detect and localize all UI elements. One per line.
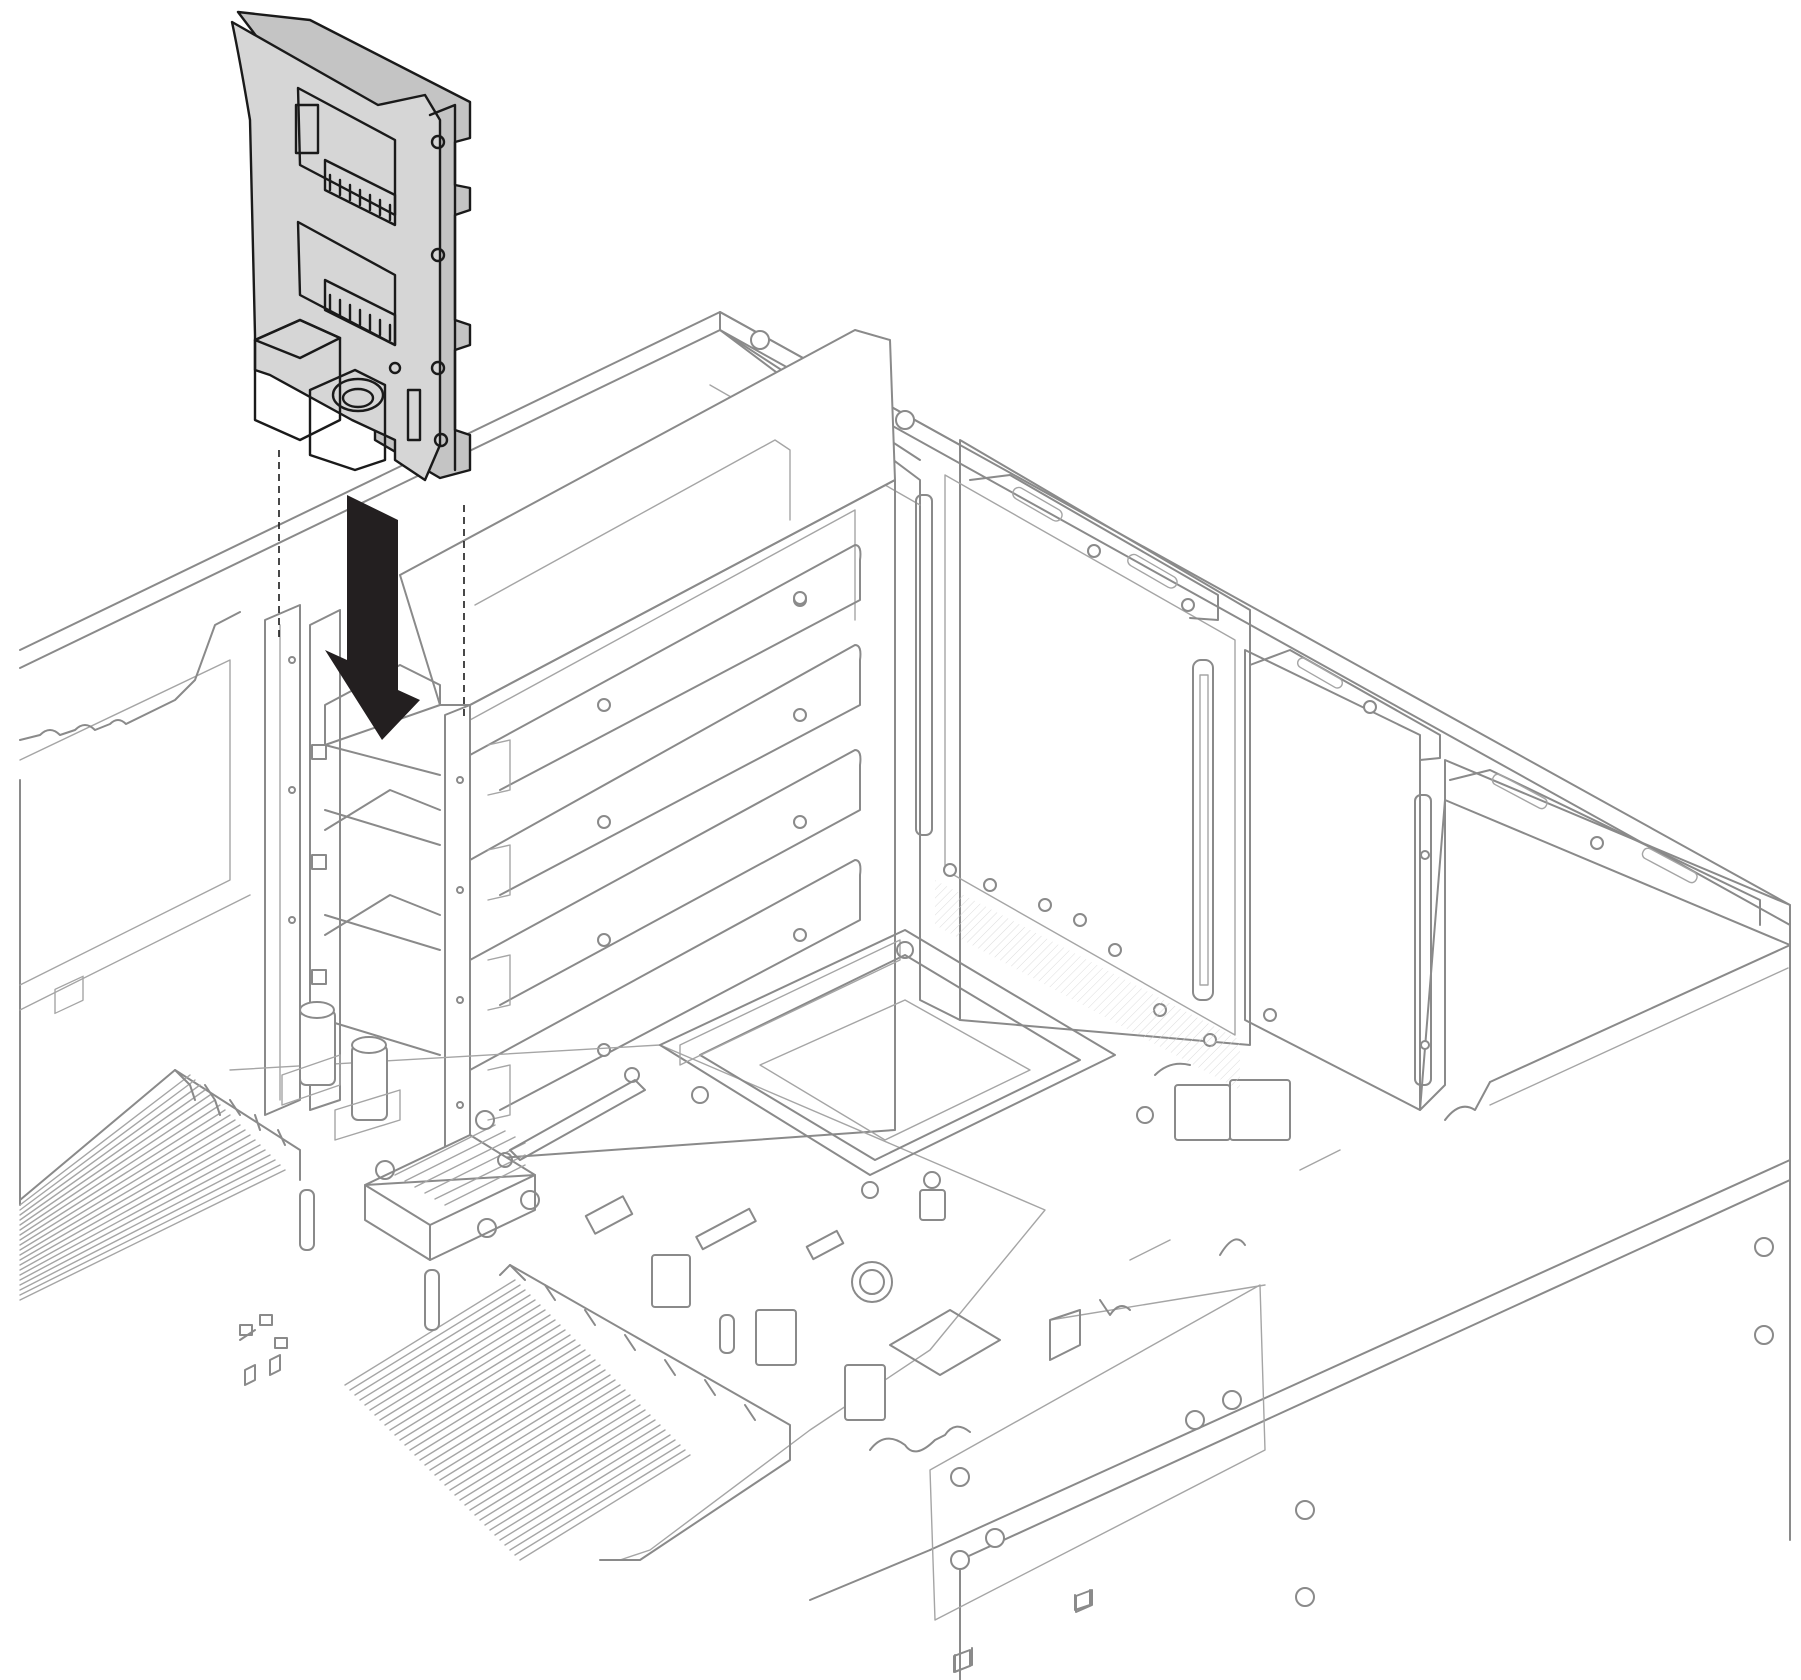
memory-slots-right: [344, 1264, 791, 1561]
hatched-floor-area: [935, 880, 1240, 1090]
riser-bracket-part: [230, 10, 472, 482]
chassis-tab: [1075, 1589, 1093, 1613]
alignment-guides: [278, 450, 465, 720]
capacitor: [281, 1001, 401, 1141]
riser-cage: [264, 329, 896, 1161]
down-arrow: [325, 495, 420, 740]
board-components: [239, 929, 1491, 1453]
system-board: [19, 929, 1491, 1561]
chassis-tab: [953, 1649, 971, 1673]
heatsink-vrm: [364, 1110, 540, 1261]
memory-slots-left: [19, 1069, 301, 1301]
chassis: [19, 311, 1791, 1680]
psu-cage-right: [1244, 649, 1791, 1111]
power-connector: [323, 158, 397, 347]
